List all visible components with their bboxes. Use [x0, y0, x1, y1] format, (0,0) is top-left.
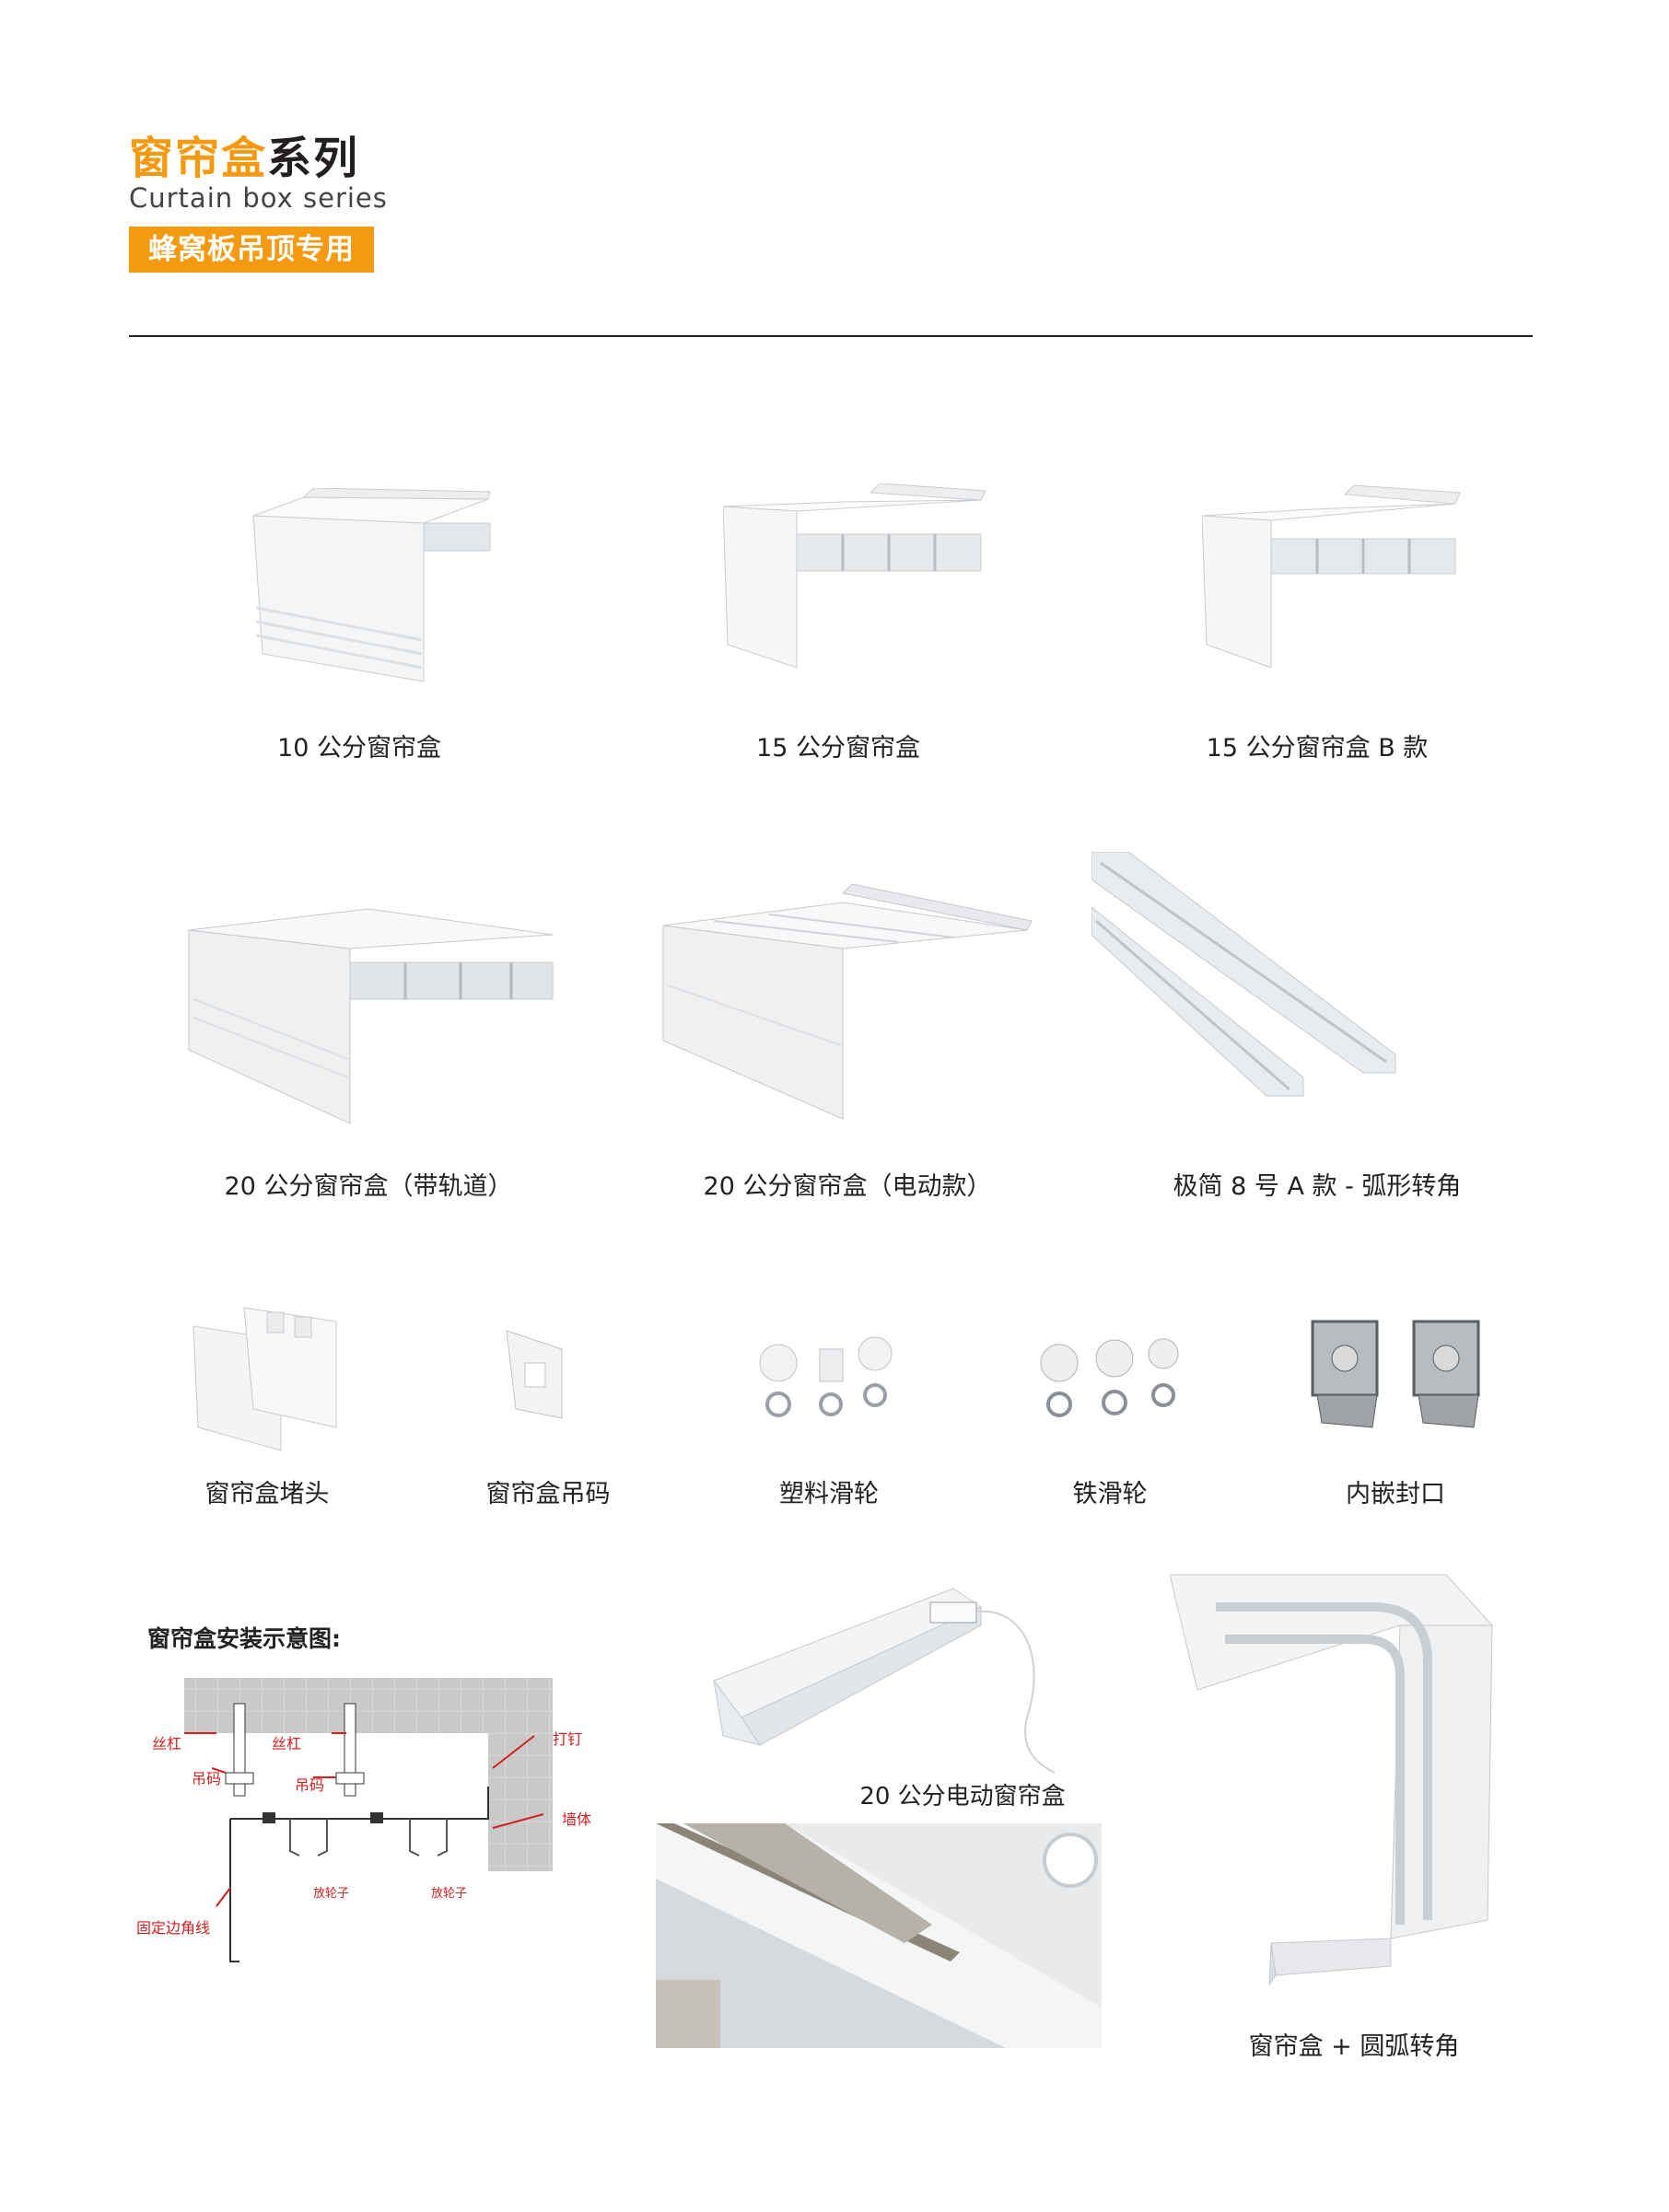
- product-caption: 极简 8 号 A 款 - 弧形转角: [1173, 1172, 1462, 1201]
- accessory-caption: 内嵌封口: [1346, 1480, 1445, 1508]
- iron-pulley-image: [1040, 1338, 1179, 1417]
- arc-corner-box-image: [1170, 1574, 1494, 1986]
- product-image-15cm-box: [723, 483, 986, 669]
- page-subtitle: Curtain box series: [129, 182, 388, 214]
- label-pulley: 放轮子: [313, 1887, 350, 1901]
- end-cap-image: [193, 1307, 337, 1451]
- product-image-arc-track: [1091, 852, 1396, 1097]
- accessory-caption: 塑料滑轮: [779, 1480, 879, 1508]
- electric-box-caption: 20 公分电动窗帘盒: [859, 1783, 1066, 1810]
- label-nail: 打钉: [553, 1730, 583, 1748]
- label-edge-line: 固定边角线: [136, 1919, 211, 1937]
- product-image-10cm-box: [252, 488, 491, 682]
- product-caption: 20 公分窗帘盒（带轨道）: [224, 1172, 513, 1201]
- page-title: 窗帘盒系列: [129, 122, 359, 186]
- install-diagram-title: 窗帘盒安装示意图:: [147, 1625, 341, 1652]
- product-image-20cm-box-track: [188, 908, 554, 1124]
- label-wall: 墙体: [562, 1810, 592, 1828]
- product-image-20cm-box-electric: [662, 884, 1033, 1120]
- accessory-caption: 窗帘盒堵头: [204, 1480, 330, 1508]
- product-caption: 15 公分窗帘盒: [756, 734, 920, 763]
- inset-seal-image: [1311, 1320, 1480, 1428]
- header-divider: [129, 335, 1533, 337]
- usage-badge: 蜂窝板吊顶专用: [129, 227, 374, 273]
- product-image-15cm-box-b: [1202, 484, 1461, 669]
- electric-box-image: [713, 1588, 1056, 1774]
- label-screw-rod: 丝杠: [272, 1735, 302, 1752]
- accessory-caption: 窗帘盒吊码: [485, 1480, 611, 1508]
- label-hanger: 吊码: [295, 1776, 325, 1794]
- label-pulley: 放轮子: [431, 1887, 468, 1901]
- arc-corner-caption: 窗帘盒 + 圆弧转角: [1248, 2032, 1460, 2061]
- product-caption: 15 公分窗帘盒 B 款: [1206, 734, 1429, 763]
- install-diagram: [184, 1678, 553, 1962]
- product-caption: 10 公分窗帘盒: [277, 734, 441, 763]
- label-hanger: 吊码: [192, 1770, 222, 1787]
- accessory-caption: 铁滑轮: [1072, 1480, 1148, 1508]
- title-accent: 窗帘盒: [129, 133, 268, 184]
- product-caption: 20 公分窗帘盒（电动款）: [703, 1172, 992, 1201]
- label-screw-rod: 丝杠: [152, 1735, 182, 1752]
- plastic-pulley-image: [759, 1336, 893, 1417]
- hanger-bracket-image: [506, 1330, 563, 1419]
- installed-box-photo: [656, 1823, 1102, 2048]
- title-rest: 系列: [267, 133, 360, 184]
